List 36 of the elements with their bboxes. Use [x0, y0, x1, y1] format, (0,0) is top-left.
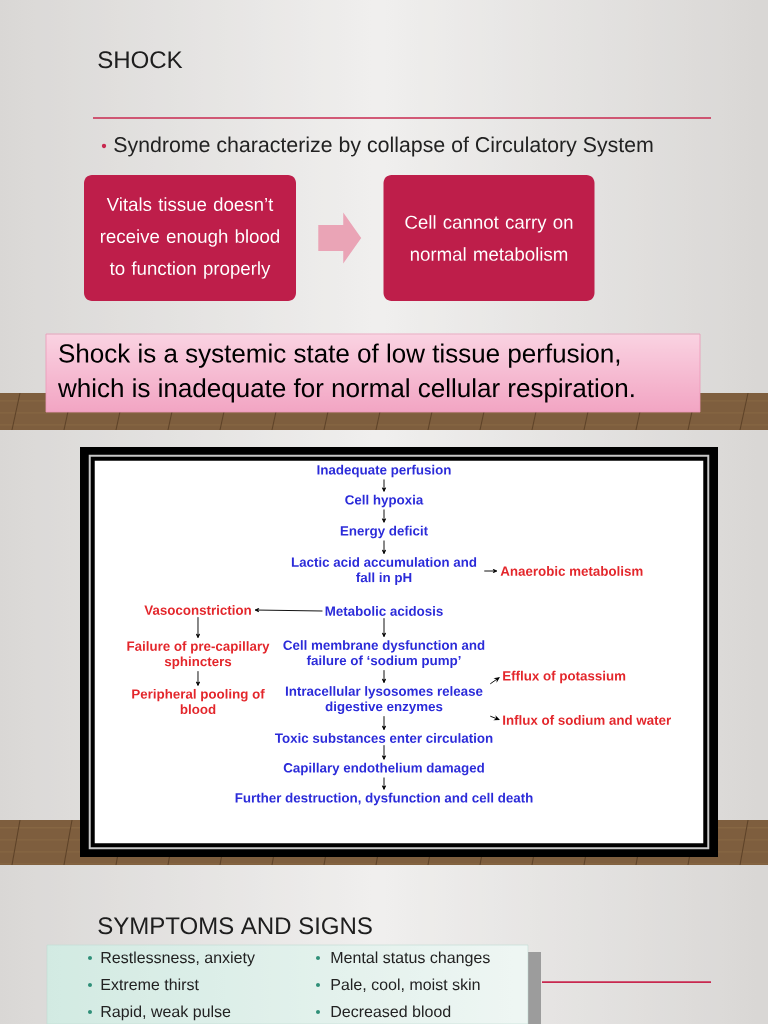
arrow — [381, 777, 387, 790]
arrow — [381, 617, 387, 638]
slide-heading: SHOCK — [98, 51, 183, 69]
flow-step: Intracellular lysosomes release digestive enzymes — [285, 686, 483, 714]
arrow — [381, 669, 387, 684]
arrow — [489, 715, 500, 721]
arrow — [489, 677, 500, 685]
flow-step: Further destruction, dysfunction and cell death — [235, 792, 533, 806]
arrow — [381, 744, 387, 760]
arrow — [381, 479, 387, 492]
flow-step: Toxic substances enter circulation — [275, 733, 493, 743]
rounded-box: Cell cannot carry on normal metabolism — [383, 175, 595, 301]
arrow — [195, 670, 201, 686]
flow-step: Vasoconstriction — [144, 605, 251, 615]
flow-step: Cell membrane dysfunction and failure of ‘sodium pump’ — [283, 640, 485, 668]
arrow — [381, 509, 387, 523]
flow-step: Influx of sodium and water — [503, 715, 671, 725]
arrow — [381, 715, 387, 731]
arrow — [254, 608, 323, 613]
arrow — [483, 568, 498, 574]
flow-step: Peripheral pooling of blood — [132, 688, 265, 715]
flow-step: Cell hypoxia — [345, 494, 424, 508]
highlight-band: Shock is a systemic state of low tissue perfusion, which is inadequate for normal cellular respiration. — [45, 333, 701, 413]
flow-step: Metabolic acidosis — [325, 606, 443, 616]
arrow — [195, 616, 201, 639]
flow-step: Lactic acid accumulation and fall in pH — [291, 557, 477, 585]
bullet-text: Syndrome characterize by collapse of Circulatory System — [114, 136, 653, 157]
flow-step: Inadequate perfusion — [317, 464, 451, 478]
flow-step: Efflux of potassium — [503, 670, 626, 684]
flow-step: Energy deficit — [340, 525, 428, 539]
rounded-box: Vitals tissue doesn’t receive enough blood to function properly — [84, 175, 296, 301]
flow-step: Capillary endothelium damaged — [283, 762, 484, 776]
flow-step: Anaerobic metabolism — [500, 566, 643, 576]
arrow — [381, 540, 387, 555]
picture-frame — [80, 447, 718, 857]
flow-step: Failure of pre-capillary sphincters — [127, 641, 270, 669]
